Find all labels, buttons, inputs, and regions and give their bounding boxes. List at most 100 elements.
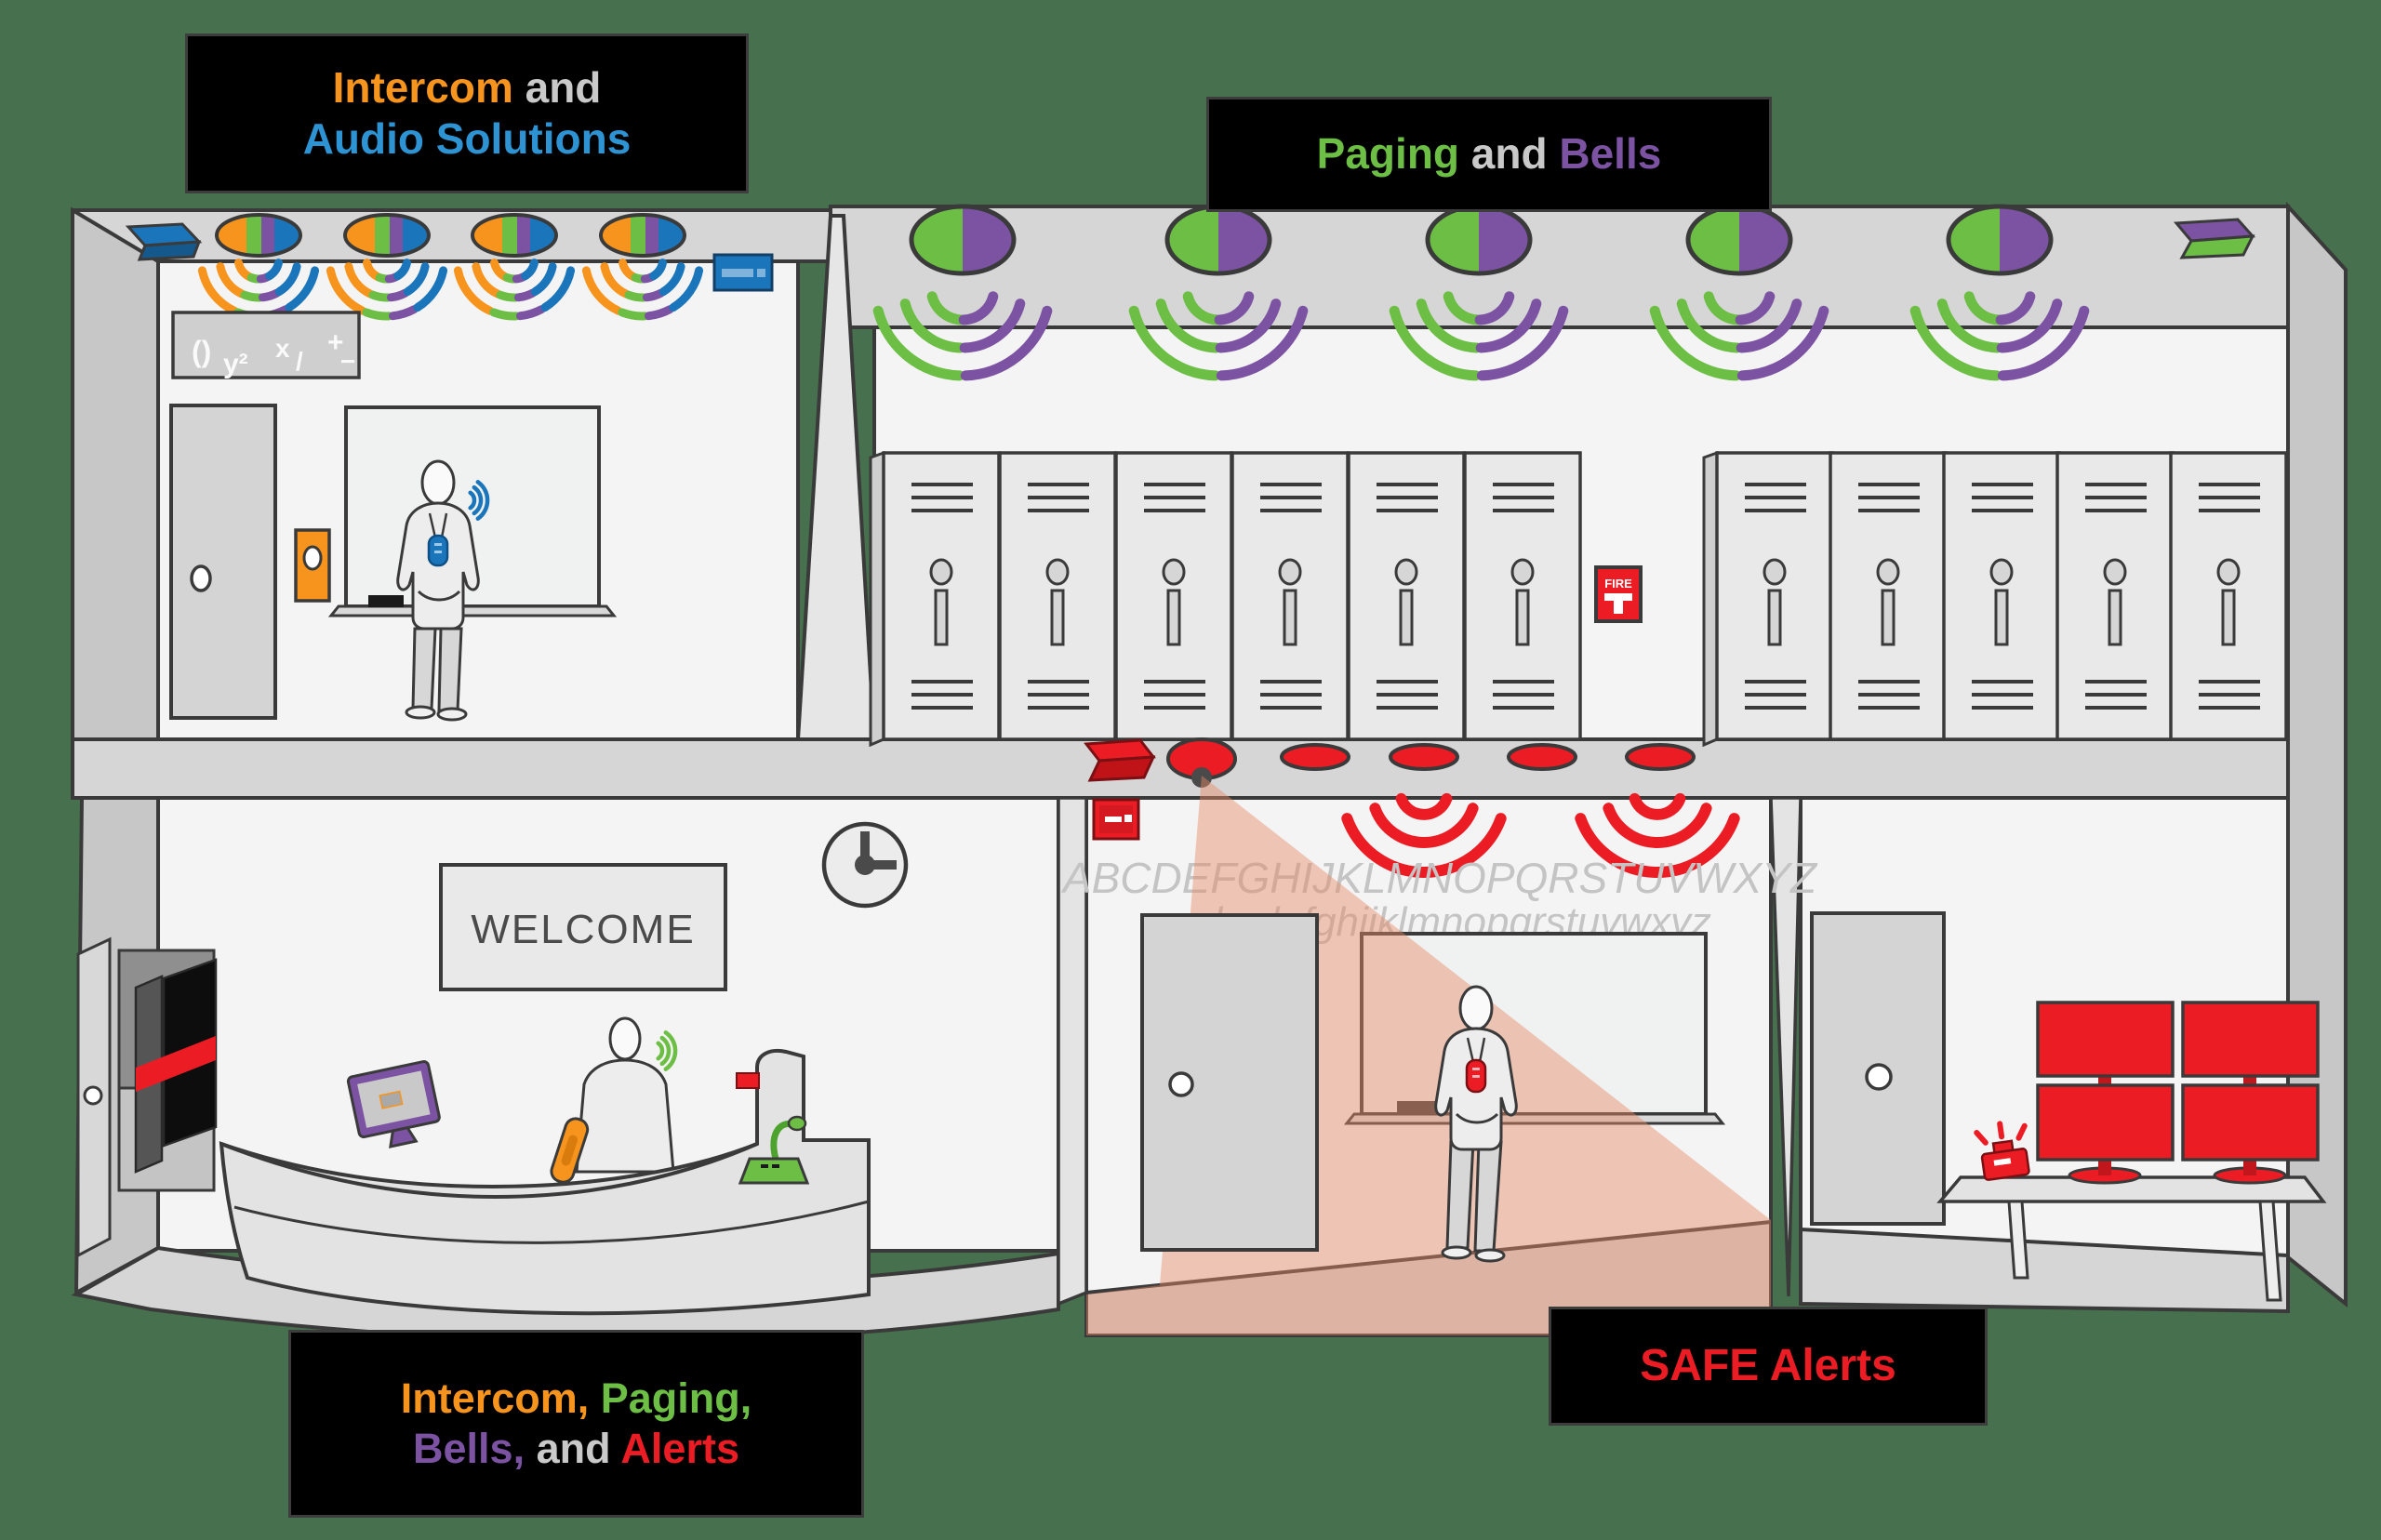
wall-clock bbox=[821, 821, 909, 909]
alert-beacon-icon bbox=[1974, 1121, 2030, 1181]
label-line: Bells, and Alerts bbox=[413, 1424, 739, 1474]
ceiling-alert-speaker-icon bbox=[1389, 743, 1459, 771]
locker-bank-right bbox=[1702, 450, 2288, 748]
camera-lens-icon bbox=[1191, 767, 1212, 788]
locker bbox=[1114, 451, 1233, 741]
monitor-bench bbox=[1936, 1175, 2327, 1302]
locker-bank-left bbox=[869, 450, 1582, 748]
alert-strobe-display-icon bbox=[1092, 798, 1140, 841]
wearable-mic-pendant-icon bbox=[427, 512, 449, 567]
flat-panel-speaker-icon bbox=[125, 222, 203, 261]
ceiling-speaker-icon bbox=[601, 215, 685, 256]
locker bbox=[2055, 451, 2175, 741]
alert-monitor-screen bbox=[2036, 1001, 2175, 1078]
receptionist-figure bbox=[575, 1016, 675, 1174]
math-glyph: x bbox=[275, 334, 290, 363]
whiteboard-eraser bbox=[368, 595, 404, 607]
label-word-audio-solutions: Audio Solutions bbox=[302, 114, 632, 163]
monitor-room-floor bbox=[1799, 1227, 2290, 1314]
ceiling-alert-speaker-icon bbox=[1625, 743, 1696, 771]
ceiling-alert-speaker-icon bbox=[1280, 743, 1350, 771]
classroom-ceiling bbox=[71, 208, 832, 263]
label-word-intercom: Intercom bbox=[332, 62, 513, 112]
locker bbox=[2169, 451, 2288, 741]
ceiling-speaker-icon bbox=[217, 215, 300, 256]
ceiling-alert-speaker-icon bbox=[1507, 743, 1577, 771]
whiteboard-eraser bbox=[1397, 1101, 1436, 1114]
ceiling-speaker-icon bbox=[911, 206, 1014, 273]
bottom-divider-wall-left bbox=[1057, 796, 1088, 1307]
desk-microphone-icon bbox=[738, 1115, 810, 1185]
fire-alarm-label: FIRE bbox=[1604, 577, 1632, 591]
fire-alarm-icon: FIRE bbox=[1594, 565, 1643, 623]
reception-lobby: WELCOME bbox=[76, 821, 909, 1316]
ceiling-speaker-icon bbox=[1167, 206, 1270, 273]
desk-alert-button bbox=[736, 1072, 760, 1089]
alert-monitor-screen bbox=[2036, 1083, 2175, 1162]
label-line: Intercom, Paging, bbox=[401, 1374, 752, 1424]
welcome-sign: WELCOME bbox=[439, 863, 727, 991]
welcome-sign-text: WELCOME bbox=[471, 907, 695, 952]
label-word-paging: Paging bbox=[1316, 129, 1460, 179]
locker bbox=[1463, 451, 1582, 741]
math-glyph: () bbox=[192, 335, 211, 368]
math-poster: () y² x / + − bbox=[171, 311, 361, 379]
label-word-and: and bbox=[525, 1425, 621, 1472]
label-word-safe-alerts: SAFE Alerts bbox=[1640, 1341, 1896, 1391]
left-exterior-wall-top bbox=[71, 206, 160, 741]
math-glyph: − bbox=[340, 347, 355, 376]
label-word-bells: Bells, bbox=[413, 1425, 525, 1472]
locker bbox=[1829, 451, 1948, 741]
label-intercom-audio-solutions: Intercom and Audio Solutions bbox=[185, 33, 749, 193]
wall-speaker-plate-icon bbox=[294, 528, 331, 603]
classroom-intercom-audio: () y² x / + − bbox=[125, 215, 774, 722]
door-window bbox=[1865, 1063, 1893, 1091]
alert-video-wall bbox=[2036, 1001, 2320, 1185]
entry-doorway bbox=[76, 936, 218, 1258]
alert-monitor-screen bbox=[2181, 1083, 2320, 1162]
flat-panel-speaker-icon bbox=[2173, 218, 2256, 259]
ceiling-speaker-icon bbox=[1428, 206, 1530, 273]
label-paging-and-bells: Paging and Bells bbox=[1206, 97, 1772, 212]
safe-classroom-door bbox=[1140, 913, 1319, 1252]
label-word-bells: Bells bbox=[1559, 129, 1662, 179]
desktop-monitor bbox=[346, 1060, 441, 1148]
safe-alert-classroom: ABCDEFGHIJKLMNOPQRSTUVWXYZ abcdefghijklm… bbox=[1060, 737, 1818, 1335]
label-line: Intercom and bbox=[333, 62, 602, 113]
monitor-room bbox=[1810, 911, 2327, 1302]
monitor-room-door bbox=[1810, 911, 1946, 1226]
math-glyph: / bbox=[296, 347, 303, 376]
alert-stripe bbox=[136, 1036, 216, 1092]
label-line: Paging and Bells bbox=[1317, 128, 1662, 179]
ceiling-speaker-icon bbox=[1688, 206, 1790, 273]
math-glyph: + bbox=[327, 327, 344, 358]
intercom-call-panel-icon bbox=[712, 253, 774, 292]
ceiling-speaker-icon bbox=[345, 215, 429, 256]
wearable-alert-pendant-icon bbox=[1465, 1037, 1487, 1094]
label-intercom-paging-bells-alerts: Intercom, Paging, Bells, and Alerts bbox=[288, 1330, 864, 1518]
label-word-paging: Paging, bbox=[589, 1374, 752, 1422]
label-word-alerts: Alerts bbox=[620, 1425, 739, 1472]
locker bbox=[998, 451, 1117, 741]
locker bbox=[1347, 451, 1466, 741]
alert-monitor-screen bbox=[2181, 1001, 2320, 1078]
teacher-figure bbox=[396, 459, 487, 722]
locker bbox=[1715, 451, 1834, 741]
math-glyph: y² bbox=[223, 349, 248, 379]
ceiling-speaker-icon bbox=[472, 215, 556, 256]
label-safe-alerts: SAFE Alerts bbox=[1549, 1307, 1988, 1426]
ceiling-speaker-icon bbox=[1949, 206, 2051, 273]
alert-speaker-camera-icon bbox=[1166, 737, 1237, 788]
reception-desk bbox=[219, 1049, 871, 1316]
label-word-and: and bbox=[1459, 129, 1560, 179]
label-word-intercom: Intercom, bbox=[400, 1374, 590, 1422]
locker bbox=[1230, 451, 1350, 741]
classroom-door bbox=[169, 404, 277, 720]
door-window bbox=[190, 564, 212, 592]
staff-figure bbox=[1434, 985, 1518, 1263]
locker bbox=[1942, 451, 2061, 741]
hallway-paging-bells: FIRE bbox=[869, 206, 2288, 748]
telephone-icon bbox=[550, 1117, 590, 1184]
